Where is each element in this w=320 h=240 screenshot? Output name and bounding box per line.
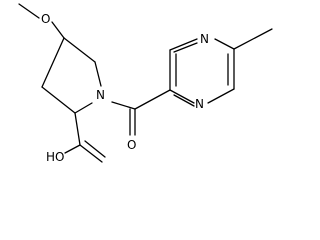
bond-carboxyl-double-inner [84, 140, 106, 158]
bond-pyr-c2-n1 [169, 89, 195, 104]
bond-pyr-c5-n4 [214, 38, 235, 50]
bond-c2-c3 [41, 86, 76, 114]
methoxy-oxygen-label: O [41, 12, 50, 26]
bond-c5-n1 [94, 61, 102, 87]
pyrrolidine-nitrogen-label: N [96, 88, 105, 102]
bond-n1-carbonyl-carbon [111, 101, 136, 110]
carbonyl-oxygen-label: O [127, 138, 136, 152]
bond-methoxy-o-c4 [51, 21, 65, 39]
bond-carboxyl-double-outer [79, 144, 103, 163]
bond-pyrazine-methyl [233, 28, 273, 50]
bond-methyl-methoxy [18, 3, 40, 19]
bond-c4-c5 [63, 37, 96, 63]
pyrazine-nitrogen-1-label: N [195, 97, 204, 111]
bond-pyr-n1-c6 [207, 88, 235, 104]
bond-c3-c4 [41, 37, 65, 88]
bond-c2-carboxyl-carbon [74, 112, 81, 146]
bond-n1-c2 [74, 102, 93, 114]
bond-carboxyl-oh [64, 144, 81, 154]
chemical-structure-diagram: O N O HO N N [18, 3, 273, 164]
bond-pyr-n4-c3-inner [173, 42, 198, 53]
bond-carbonyl-pyrazine [134, 89, 171, 110]
pyrazine-nitrogen-4-label: N [200, 32, 209, 46]
hydroxyl-label: HO [46, 150, 64, 164]
bond-pyr-c2-n1-inner [173, 94, 195, 107]
bond-pyr-n4-c3 [169, 38, 198, 51]
